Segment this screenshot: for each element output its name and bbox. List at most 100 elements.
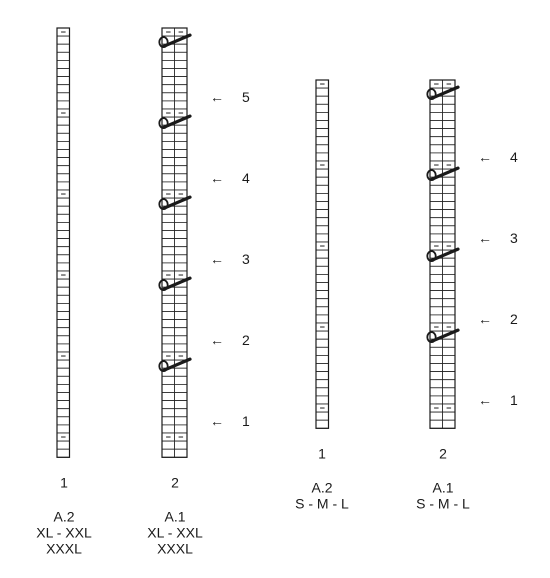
- chart-cell: [174, 286, 188, 296]
- chart-cell: [442, 419, 456, 429]
- row-arrow: ←: [210, 170, 224, 186]
- chart-cell: [161, 383, 175, 393]
- chart-cell: [429, 192, 443, 202]
- chart-cell: [56, 278, 70, 288]
- chart-cell: [174, 43, 188, 53]
- chart-cell: [56, 254, 70, 264]
- purl-stitch-symbol: −: [61, 189, 66, 199]
- chart-cell: [161, 149, 175, 159]
- chart-cell: [174, 51, 188, 61]
- chart-cell: [174, 149, 188, 159]
- chart-cell: [161, 440, 175, 450]
- chart-cell: [174, 173, 188, 183]
- chart-cell: [315, 103, 329, 113]
- purl-stitch-symbol: −: [178, 108, 183, 118]
- chart-cell: [442, 184, 456, 194]
- chart-cell: [429, 306, 443, 316]
- row-arrow-number: 1: [510, 392, 518, 408]
- chart-cell: [315, 87, 329, 97]
- chart-cell: [161, 400, 175, 410]
- purl-stitch-symbol: −: [178, 189, 183, 199]
- chart-cell: [315, 298, 329, 308]
- chart-cell: [429, 411, 443, 421]
- chart-cell: [315, 120, 329, 130]
- chart-cell: [429, 419, 443, 429]
- chart-cell: [56, 68, 70, 78]
- chart-cell: [174, 238, 188, 248]
- chart-cell: [442, 346, 456, 356]
- chart-cell: [315, 363, 329, 373]
- purl-stitch-symbol: −: [446, 403, 451, 413]
- chart-cell: [315, 273, 329, 283]
- chart-cell: [56, 173, 70, 183]
- row-arrow: ←: [210, 251, 224, 267]
- chart-cell: [56, 140, 70, 150]
- purl-stitch-symbol: −: [446, 241, 451, 251]
- chart-cell: [174, 165, 188, 175]
- chart-cell: [174, 302, 188, 312]
- chart-cell: [429, 298, 443, 308]
- chart-cell: [56, 359, 70, 369]
- chart-cell: [161, 76, 175, 86]
- chart-cell: [174, 311, 188, 321]
- chart-cell: [442, 273, 456, 283]
- purl-stitch-symbol: −: [434, 403, 439, 413]
- chart-cell: [56, 238, 70, 248]
- chart-cell: [429, 290, 443, 300]
- purl-stitch-symbol: −: [61, 27, 66, 37]
- chart-cell: [56, 286, 70, 296]
- purl-stitch-symbol: −: [178, 270, 183, 280]
- chart-cell: [161, 132, 175, 142]
- chart-cell: [56, 124, 70, 134]
- chart-cell: [161, 221, 175, 231]
- chart-sizes: XL - XXL: [147, 524, 203, 540]
- chart-border: [315, 79, 330, 429]
- chart-cell: [315, 201, 329, 211]
- chart-cell: [442, 209, 456, 219]
- chart-number: 1: [318, 445, 326, 461]
- purl-stitch-symbol: −: [166, 270, 171, 280]
- chart-cell: [442, 387, 456, 397]
- chart-cell: [442, 411, 456, 421]
- purl-stitch-symbol: −: [434, 160, 439, 170]
- cable-stitch-symbol: [430, 85, 460, 100]
- chart-cell: [161, 311, 175, 321]
- chart-cell: [429, 387, 443, 397]
- chart-cell: [315, 192, 329, 202]
- chart-cell: [315, 217, 329, 227]
- chart-sizes-extra: XXXL: [46, 540, 82, 556]
- purl-stitch-symbol: −: [446, 79, 451, 89]
- chart-cell: [56, 116, 70, 126]
- purl-stitch-symbol: −: [61, 351, 66, 361]
- chart-cell: [315, 354, 329, 364]
- chart-cell: [429, 103, 443, 113]
- chart-cell: [429, 136, 443, 146]
- chart-cell: [161, 92, 175, 102]
- chart-cell: [174, 408, 188, 418]
- chart-cell: [161, 254, 175, 264]
- cable-stitch-symbol: [162, 33, 192, 48]
- chart-cell: [174, 327, 188, 337]
- row-arrow: ←: [478, 392, 492, 408]
- chart-cell: [429, 184, 443, 194]
- chart-cell: [56, 311, 70, 321]
- chart-cell: [429, 225, 443, 235]
- chart-cell: [442, 306, 456, 316]
- chart-cell: [429, 354, 443, 364]
- purl-stitch-symbol: −: [320, 322, 325, 332]
- chart-3: −−−−−: [315, 79, 330, 429]
- chart-cell: [56, 246, 70, 256]
- chart-cell: [429, 120, 443, 130]
- chart-cell: [429, 273, 443, 283]
- chart-cell: [56, 92, 70, 102]
- chart-cell: [174, 221, 188, 231]
- chart-cell: [161, 173, 175, 183]
- cable-stitch-symbol: [162, 276, 192, 291]
- chart-cell: [442, 192, 456, 202]
- purl-stitch-symbol: −: [320, 160, 325, 170]
- chart-cell: [161, 140, 175, 150]
- chart-cell: [174, 60, 188, 69]
- row-arrow-number: 2: [510, 311, 518, 327]
